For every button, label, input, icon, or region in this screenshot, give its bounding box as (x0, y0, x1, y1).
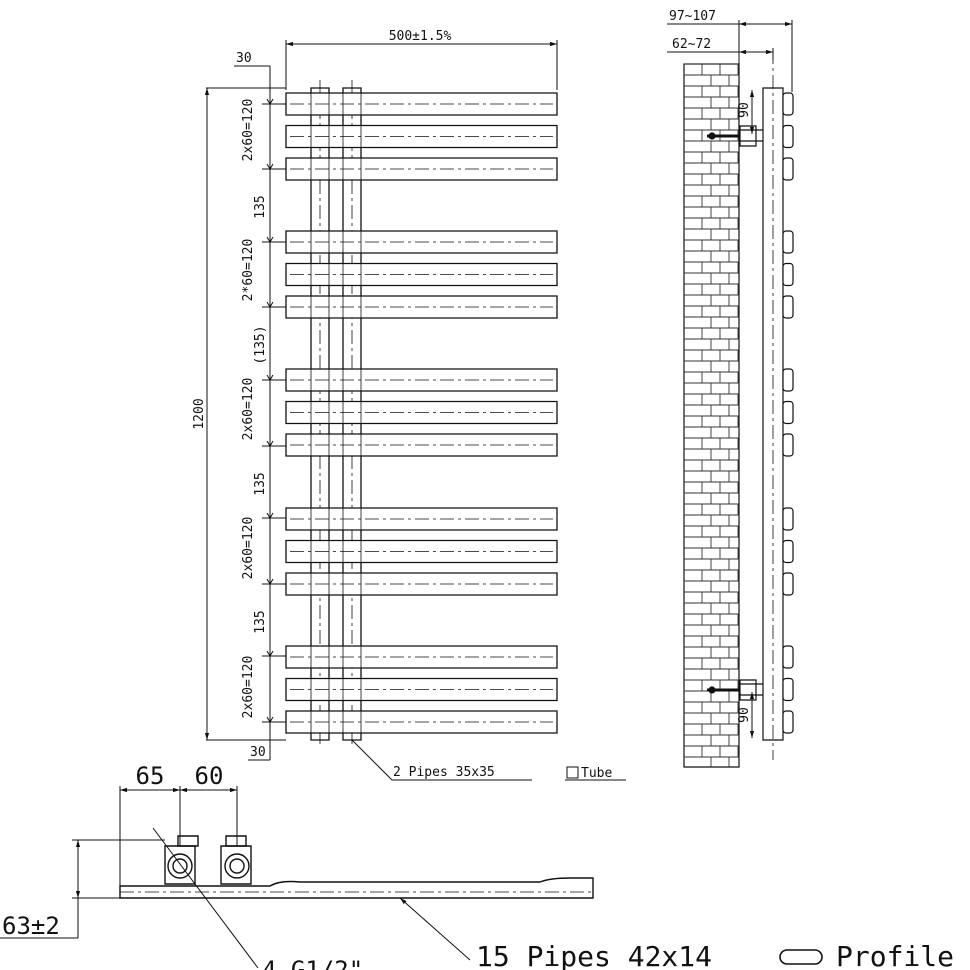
side-fin (783, 573, 793, 595)
side-fin (783, 158, 793, 180)
depth-inner-label: 62~72 (672, 37, 711, 52)
side-fin (783, 679, 793, 701)
gap-label-2: (135) (253, 325, 268, 364)
pipes-note: 2 Pipes 35x35 (393, 765, 495, 780)
front-labels: 500±1.5% 30 1200 2x60=120 2*60=120 2x60=… (192, 29, 612, 781)
front-view (286, 80, 557, 745)
plan-dim-right: 60 (195, 762, 224, 790)
profile-bar (120, 878, 593, 898)
profile-pipes-label: 15 Pipes 42x14 (476, 940, 712, 970)
side-fin (783, 541, 793, 563)
connections-label: 4-G1/2" (262, 956, 363, 970)
side-fin (783, 369, 793, 391)
depth-outer-label: 97~107 (669, 9, 716, 24)
bracket-top-label: 90 (737, 102, 752, 118)
horizontal-bars (286, 93, 557, 733)
right-valve (221, 836, 251, 884)
bracket-bottom-label: 90 (737, 707, 752, 723)
tube-note: Tube (581, 766, 612, 781)
group-spacing-label-3: 2x60=120 (241, 378, 256, 441)
width-label: 500±1.5% (389, 29, 452, 44)
side-fin (783, 231, 793, 253)
top-offset-label: 30 (236, 51, 252, 66)
side-fin (783, 126, 793, 148)
gap-label-1: 135 (253, 195, 268, 218)
front-dimensions (204, 40, 626, 780)
side-labels: 97~107 62~72 90 90 (669, 9, 752, 723)
group-spacing-label-4: 2x60=120 (241, 517, 256, 580)
side-fin (783, 646, 793, 668)
side-fin (783, 711, 793, 733)
side-fin (783, 296, 793, 318)
plan-height-label: 63±2 (2, 912, 60, 940)
side-fin (783, 264, 793, 286)
gap-label-3: 135 (253, 472, 268, 495)
side-view (684, 50, 793, 767)
group-spacing-label-1: 2x60=120 (241, 99, 256, 162)
gap-label-4: 135 (253, 610, 268, 633)
side-fin (783, 93, 793, 115)
side-fin (783, 402, 793, 424)
total-height-label: 1200 (192, 398, 207, 429)
side-fin (783, 508, 793, 530)
plan-labels: 65 60 63±2 4-G1/2" 15 Pipes 42x14 Profil… (2, 762, 954, 970)
plan-dim-left: 65 (136, 762, 165, 790)
top-bracket (707, 126, 763, 146)
side-fins (783, 93, 793, 733)
brick-wall (684, 64, 739, 767)
side-fin (783, 434, 793, 456)
plan-dimensions (0, 786, 822, 968)
bottom-bracket (707, 680, 763, 700)
group-spacing-label-2: 2*60=120 (241, 239, 256, 302)
side-dimensions (667, 20, 792, 738)
bottom-offset-label: 30 (250, 745, 266, 760)
plan-view (120, 836, 593, 898)
group-spacing-label-5: 2x60=120 (241, 656, 256, 719)
left-valve (165, 836, 198, 884)
profile-label: Profile (836, 940, 954, 970)
